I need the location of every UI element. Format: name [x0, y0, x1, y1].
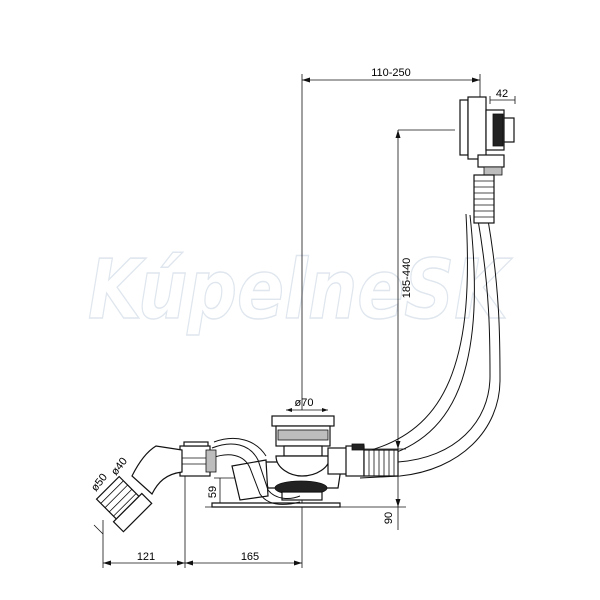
floor-height-label: 90	[383, 512, 395, 524]
drain-assembly	[211, 415, 399, 508]
drain-height-label: 59	[207, 486, 219, 498]
watermark-text: KúpelneSK	[88, 243, 513, 338]
overflow-height-label: 185-440	[401, 258, 413, 298]
dimension-overflow-height: 185-440	[340, 129, 455, 450]
overflow-hose	[359, 213, 501, 479]
dist-165-label: 165	[241, 551, 259, 563]
elbow-outlet	[93, 445, 183, 535]
dimension-overflow-diameter: 42	[489, 88, 516, 104]
top-offset-label: 110-250	[371, 67, 411, 79]
overflow-diameter-label: 42	[496, 88, 508, 100]
dimension-drain-height: 59	[207, 477, 240, 506]
dimension-bottom: 121 165	[102, 470, 303, 568]
trap-coupling	[179, 441, 217, 477]
overflow-corrugation	[473, 174, 495, 224]
dimension-drain-diameter: ø70	[286, 397, 328, 412]
elbow-d40-label: ø40	[109, 456, 130, 478]
overflow-head	[459, 96, 515, 224]
dimension-top-offset: 110-250	[301, 67, 481, 410]
dist-121-label: 121	[137, 551, 155, 563]
link-pipe	[211, 438, 301, 505]
drain-diameter-label: ø70	[295, 397, 314, 409]
